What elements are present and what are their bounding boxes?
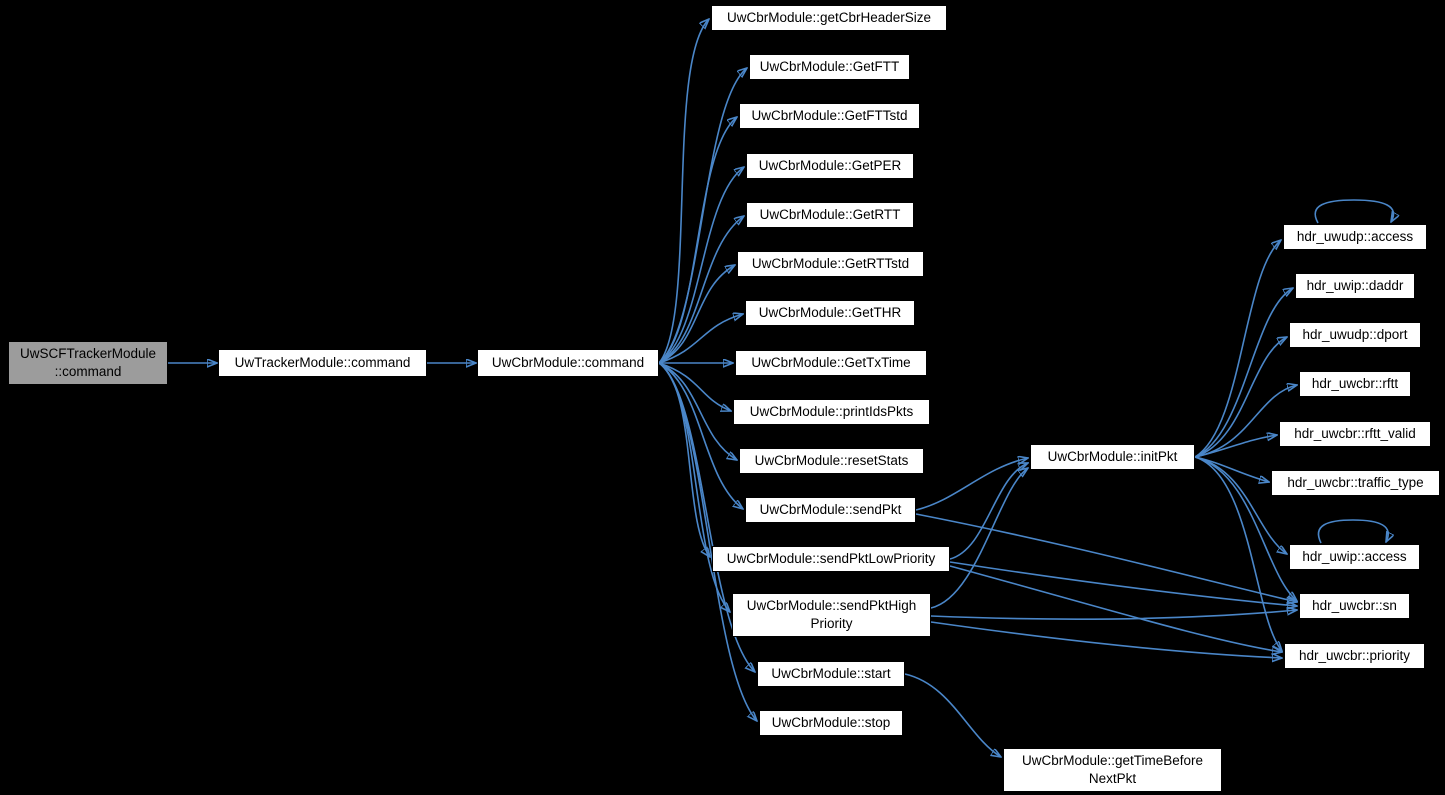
node-get-per[interactable]: UwCbrModule::GetPER — [746, 153, 914, 179]
node-stop[interactable]: UwCbrModule::stop — [759, 710, 903, 736]
node-send-pkt[interactable]: UwCbrModule::sendPkt — [745, 497, 916, 523]
edge-start-to-gettimebeforenextpkt — [904, 673, 1001, 757]
edge-sendpkthigh-to-priority — [930, 621, 1282, 658]
edge-sendpktlow-to-sn — [949, 561, 1297, 606]
edge-initpkt-to-sn — [1194, 456, 1297, 601]
edge-initpkt-to-rftt-valid — [1194, 435, 1277, 458]
node-init-pkt[interactable]: UwCbrModule::initPkt — [1030, 444, 1195, 470]
edge-initpkt-to-uwudp-access — [1194, 240, 1281, 458]
edge-initpkt-to-uwip-daddr — [1194, 288, 1293, 458]
node-print-ids-pkts[interactable]: UwCbrModule::printIdsPkts — [733, 399, 930, 425]
node-hdr-uwcbr-rftt-valid[interactable]: hdr_uwcbr::rftt_valid — [1279, 421, 1431, 447]
node-hdr-uwcbr-priority[interactable]: hdr_uwcbr::priority — [1284, 643, 1425, 669]
node-reset-stats[interactable]: UwCbrModule::resetStats — [739, 448, 924, 474]
node-hdr-uwcbr-rftt[interactable]: hdr_uwcbr::rftt — [1299, 371, 1411, 397]
edge-uwip-access-self-loop — [1317, 519, 1388, 543]
edge-initpkt-to-priority — [1194, 456, 1282, 651]
edge-sendpkthigh-to-initpkt — [930, 468, 1028, 609]
edge-command-to-getrtt — [658, 216, 744, 364]
node-get-ftt-std[interactable]: UwCbrModule::GetFTTstd — [739, 103, 920, 129]
edge-initpkt-to-uwudp-dport — [1194, 337, 1287, 458]
edge-sendpktlow-to-initpkt — [949, 463, 1028, 560]
edge-sendpkt-to-initpkt — [915, 458, 1028, 511]
edge-command-to-printidspkts — [658, 362, 731, 411]
edge-command-to-getftt — [658, 68, 747, 364]
edge-command-to-getthr — [658, 314, 743, 364]
node-hdr-uwip-daddr[interactable]: hdr_uwip::daddr — [1295, 273, 1415, 299]
node-send-pkt-low-priority[interactable]: UwCbrModule::sendPktLowPriority — [712, 546, 950, 572]
edge-command-to-getcbrheadersize — [658, 19, 709, 364]
edge-command-to-getrttstd — [658, 265, 735, 364]
edge-initpkt-to-rftt — [1194, 385, 1297, 458]
node-hdr-uwudp-dport[interactable]: hdr_uwudp::dport — [1289, 322, 1421, 348]
edge-command-to-getfttstd — [658, 117, 737, 364]
node-get-thr[interactable]: UwCbrModule::GetTHR — [745, 300, 915, 326]
node-uwtracker-command[interactable]: UwTrackerModule::command — [218, 349, 427, 377]
node-get-rtt-std[interactable]: UwCbrModule::GetRTTstd — [737, 251, 924, 277]
node-start[interactable]: UwCbrModule::start — [757, 661, 905, 687]
node-uwscftracker-command[interactable]: UwSCFTrackerModule ::command — [8, 341, 168, 385]
edge-sendpkthigh-to-sn — [930, 610, 1297, 620]
edge-command-to-stop — [658, 362, 757, 721]
edge-sendpkt-to-sn — [915, 513, 1297, 602]
node-hdr-uwcbr-sn[interactable]: hdr_uwcbr::sn — [1299, 593, 1410, 619]
edge-command-to-getper — [658, 167, 744, 364]
edge-command-to-resetstats — [658, 362, 737, 460]
edge-command-to-sendpkt — [658, 362, 743, 509]
node-hdr-uwcbr-traffic-type[interactable]: hdr_uwcbr::traffic_type — [1271, 470, 1440, 496]
node-hdr-uwudp-access[interactable]: hdr_uwudp::access — [1283, 224, 1427, 250]
edge-sendpktlow-to-priority — [949, 565, 1282, 652]
node-get-ftt[interactable]: UwCbrModule::GetFTT — [749, 54, 910, 80]
node-get-cbr-header-size[interactable]: UwCbrModule::getCbrHeaderSize — [711, 5, 947, 31]
node-send-pkt-high-priority[interactable]: UwCbrModule::sendPktHigh Priority — [732, 593, 931, 637]
edge-uwudp-access-self-loop — [1314, 199, 1393, 223]
node-get-tx-time[interactable]: UwCbrModule::GetTxTime — [735, 350, 927, 376]
node-hdr-uwip-access[interactable]: hdr_uwip::access — [1289, 544, 1420, 570]
node-get-rtt[interactable]: UwCbrModule::GetRTT — [746, 202, 914, 228]
node-uwcbr-command[interactable]: UwCbrModule::command — [477, 349, 659, 377]
node-get-time-before-next-pkt[interactable]: UwCbrModule::getTimeBefore NextPkt — [1003, 748, 1222, 792]
